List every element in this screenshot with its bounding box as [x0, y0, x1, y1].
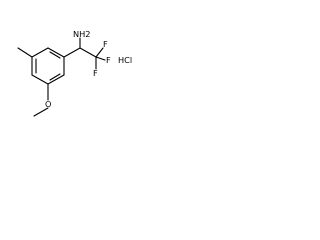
- chemical-structure: NH2 F F F O HCl: [17, 29, 132, 117]
- amine-label: NH2: [73, 29, 91, 39]
- ring-to-chiral-carbon-bond: [63, 47, 81, 58]
- ring-bond-3: [47, 47, 65, 58]
- methyl-bond: [17, 47, 33, 58]
- fluorine-label-bottom: F: [93, 68, 98, 78]
- atom-labels: NH2 F F F O HCl: [45, 29, 132, 109]
- benzene-ring: [31, 47, 65, 85]
- chiral-carbon-to-cf3-bond: [79, 47, 97, 58]
- ring-double-bond-3: [49, 73, 61, 81]
- methoxy-oxygen-label: O: [45, 99, 51, 109]
- fluorine-label-right: F: [106, 55, 111, 65]
- ring-bond-5: [47, 74, 65, 85]
- ring-bond-2: [31, 47, 49, 58]
- ring-bond-6: [31, 74, 49, 85]
- cf3-to-fluorine-top-bond: [95, 47, 104, 58]
- cf3-to-fluorine-right-bond: [95, 56, 106, 61]
- fluorine-label-top: F: [103, 39, 108, 49]
- substituent-bonds: [17, 37, 106, 117]
- ring-double-bond-2: [49, 51, 61, 59]
- methoxy-methyl-bond: [33, 107, 49, 117]
- salt-label: HCl: [118, 55, 132, 65]
